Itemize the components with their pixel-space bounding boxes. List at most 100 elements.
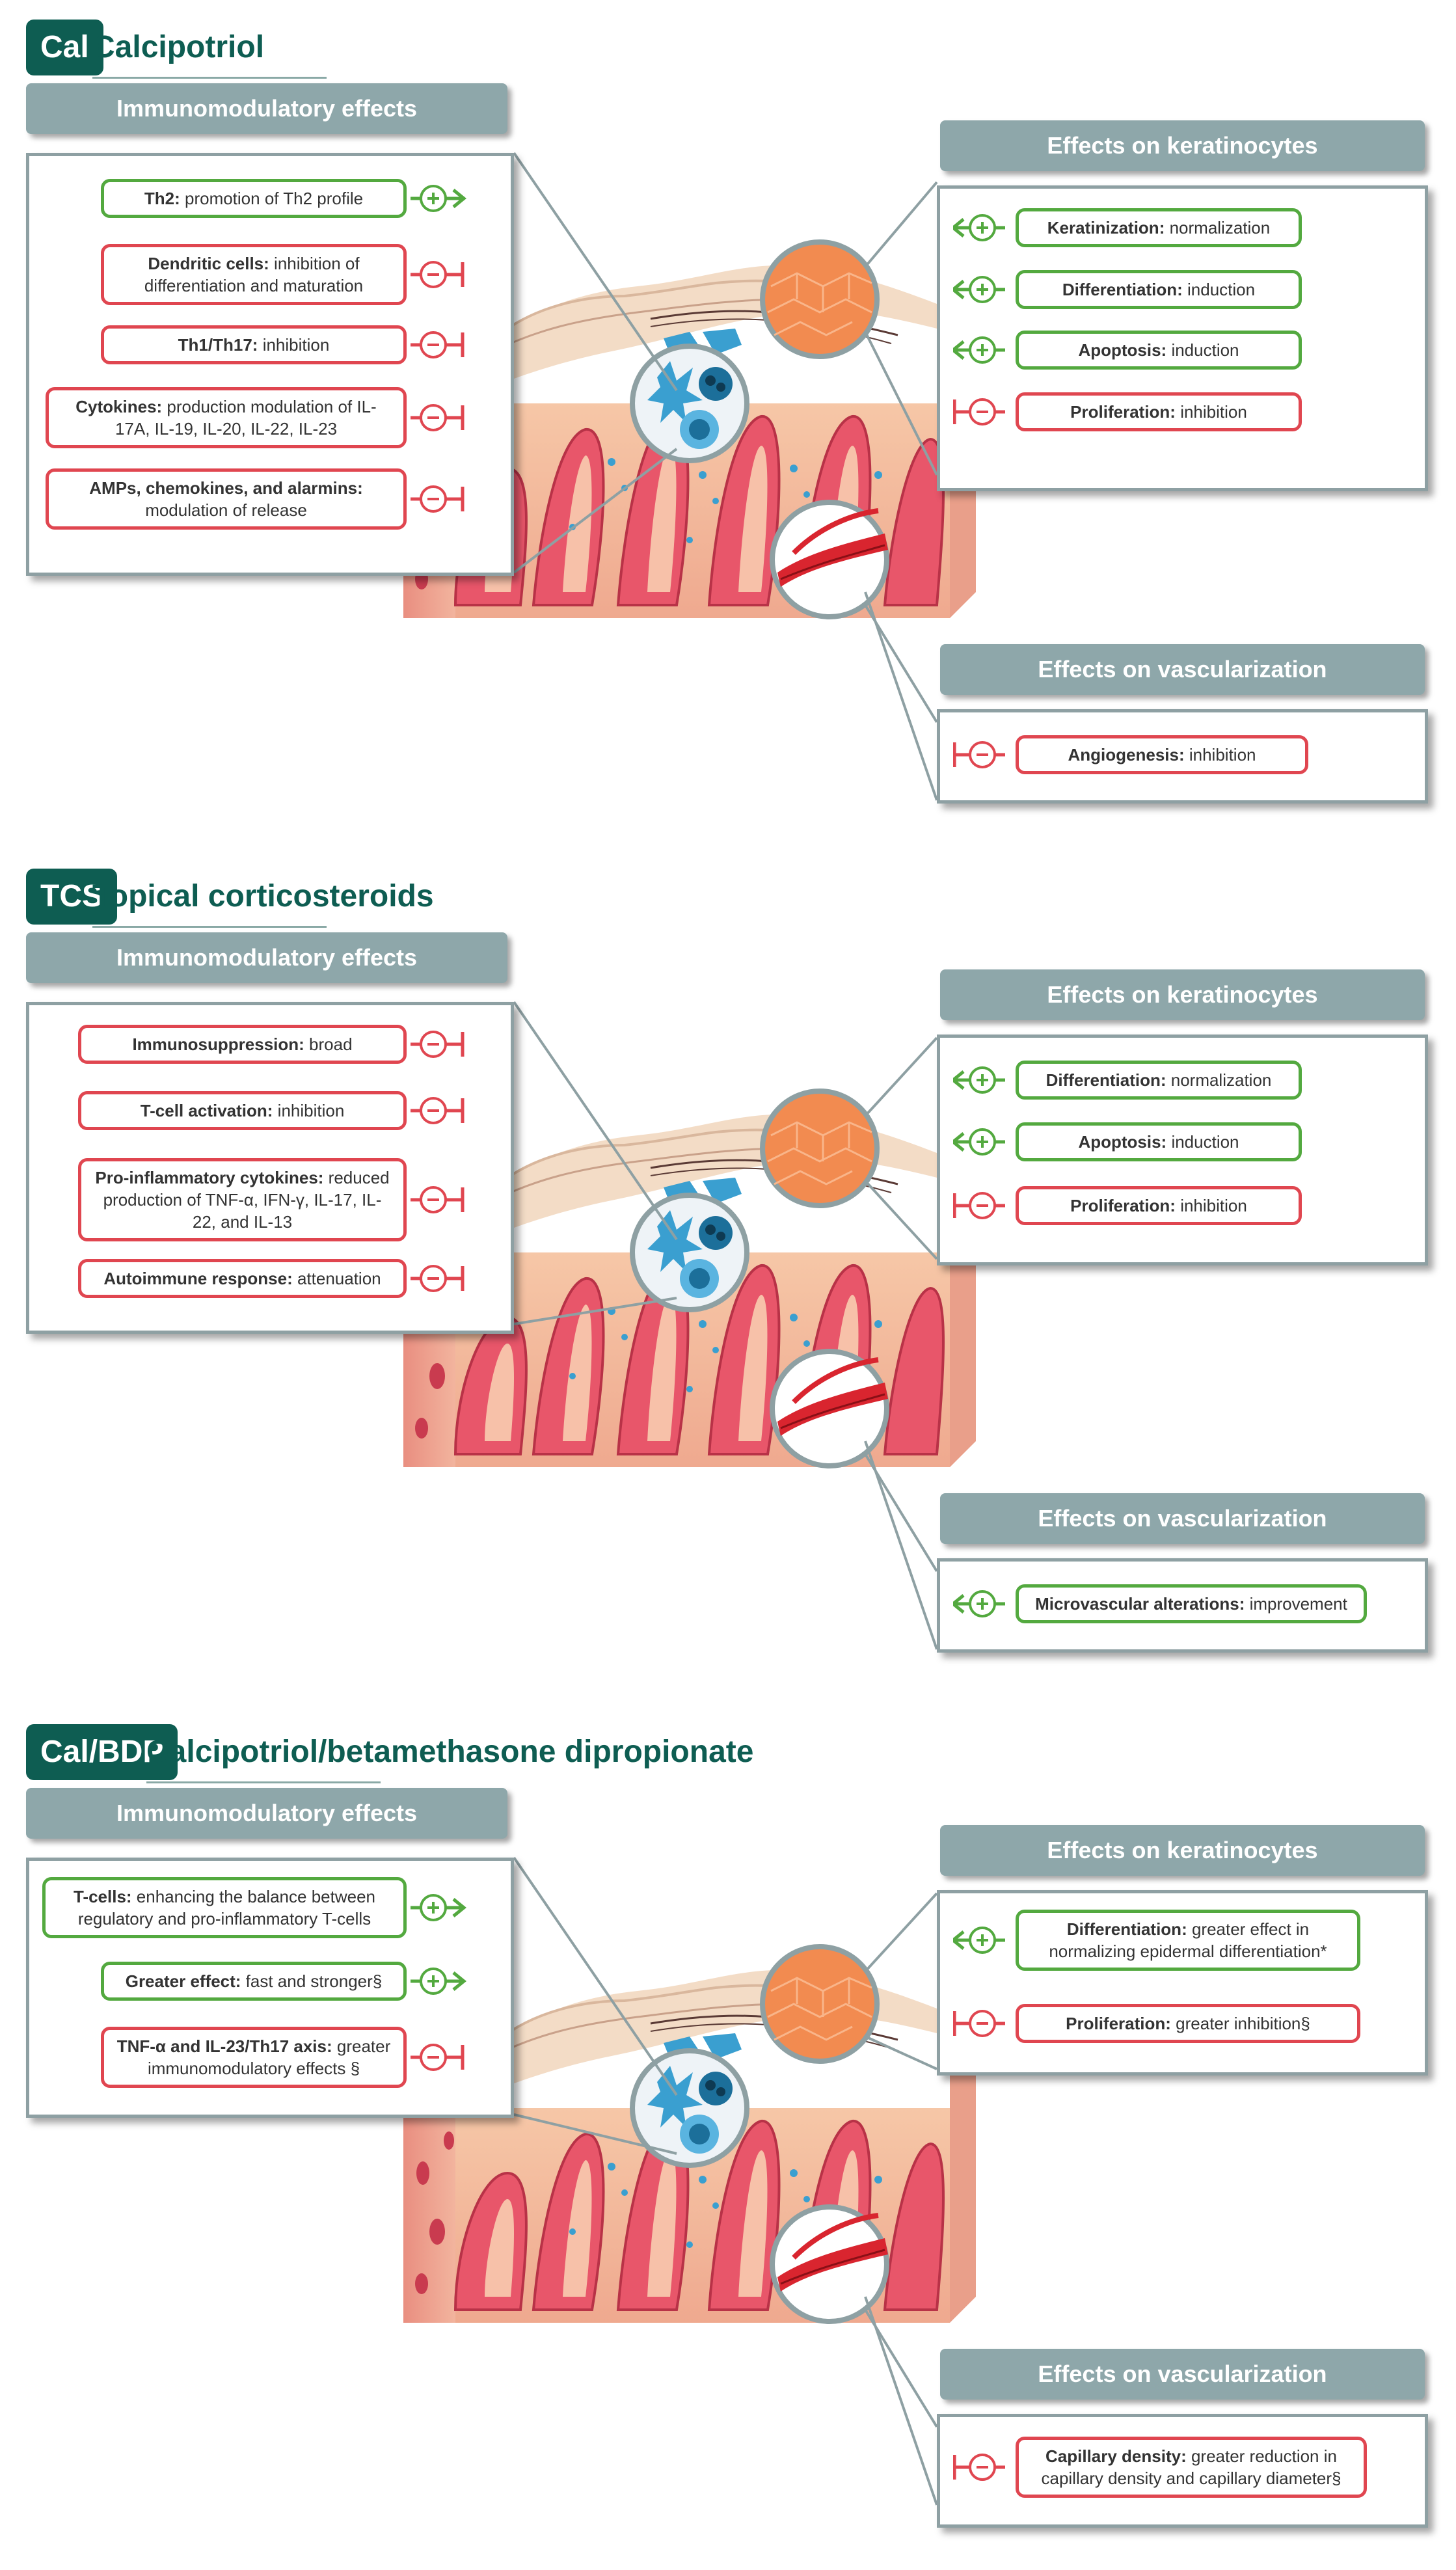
connector-line xyxy=(864,181,938,268)
plus-arrow-icon xyxy=(411,182,469,215)
drug-tag: TCS xyxy=(26,869,117,925)
effect-item: Th2: promotion of Th2 profile xyxy=(101,179,469,218)
effect-item: Differentiation: normalization xyxy=(953,1061,1302,1100)
section-title: Calcipotriol xyxy=(92,30,265,64)
connector-line xyxy=(864,591,938,801)
minus-inhibit-icon xyxy=(953,396,1012,428)
keratinocytes-header: Effects on keratinocytes xyxy=(940,1825,1425,1876)
effect-box: AMPs, chemokines, and alarmins: modulati… xyxy=(46,468,407,530)
effect-box: Pro-inflammatory cytokines: reduced prod… xyxy=(78,1158,407,1241)
effect-box: Immunosuppression: broad xyxy=(78,1025,407,1064)
keratinocytes-panel: Differentiation: normalization Apoptosis… xyxy=(937,1035,1428,1265)
effect-item: Pro-inflammatory cytokines: reduced prod… xyxy=(78,1158,469,1241)
connector-line xyxy=(864,1180,938,1260)
title-underline xyxy=(92,77,327,79)
minus-inhibit-icon xyxy=(411,1094,469,1127)
immuno-header: Immunomodulatory effects xyxy=(26,83,507,134)
immuno-panel: T-cells: enhancing the balance between r… xyxy=(26,1858,514,2118)
connector-line xyxy=(513,448,678,574)
effect-box: Proliferation: inhibition xyxy=(1016,392,1302,431)
plus-arrow-icon xyxy=(953,334,1012,366)
effect-box: Apoptosis: induction xyxy=(1016,331,1302,370)
effect-item: Immunosuppression: broad xyxy=(78,1025,469,1064)
effect-box: Greater effect: fast and stronger§ xyxy=(101,1962,407,2001)
effect-item: Dendritic cells: inhibition of different… xyxy=(101,244,469,305)
effect-box: T-cells: enhancing the balance between r… xyxy=(42,1877,407,1938)
effect-item: AMPs, chemokines, and alarmins: modulati… xyxy=(46,468,469,530)
connector-line xyxy=(513,152,678,392)
effect-box: Differentiation: induction xyxy=(1016,270,1302,309)
effect-box: Autoimmune response: attenuation xyxy=(78,1259,407,1298)
effect-box: Dendritic cells: inhibition of different… xyxy=(101,244,407,305)
vascular-panel: Angiogenesis: inhibition xyxy=(937,709,1428,804)
plus-arrow-icon xyxy=(953,1588,1012,1620)
effect-box: TNF-α and IL-23/Th17 axis: greater immun… xyxy=(101,2027,407,2088)
minus-inhibit-icon xyxy=(411,401,469,434)
minus-inhibit-icon xyxy=(953,2451,1012,2483)
drug-tag: Cal/BDP xyxy=(26,1724,178,1780)
connector-line xyxy=(864,1892,938,1973)
skin-illustration xyxy=(0,1001,1456,1650)
minus-inhibit-icon xyxy=(411,483,469,515)
connector-line xyxy=(864,1036,938,1117)
effect-box: Microvascular alterations: improvement xyxy=(1016,1584,1367,1623)
connector-line xyxy=(864,1441,938,1650)
section-title: Calcipotriol/betamethasone dipropionate xyxy=(146,1735,754,1769)
plus-arrow-icon xyxy=(953,273,1012,306)
effect-item: Proliferation: greater inhibition§ xyxy=(953,2004,1360,2043)
minus-inhibit-icon xyxy=(953,738,1012,771)
connector-line xyxy=(513,1297,677,1325)
effect-item: Capillary density: greater reduction in … xyxy=(953,2437,1367,2498)
vascular-header: Effects on vascularization xyxy=(940,2349,1425,2400)
minus-inhibit-icon xyxy=(953,1189,1012,1222)
immuno-header: Immunomodulatory effects xyxy=(26,932,507,983)
immuno-panel: Immunosuppression: broad T-cell activati… xyxy=(26,1002,514,1334)
minus-inhibit-icon xyxy=(411,1184,469,1216)
keratinocytes-panel: Keratinization: normalization Differenti… xyxy=(937,185,1428,491)
effect-item: Apoptosis: induction xyxy=(953,331,1302,370)
effect-item: Differentiation: induction xyxy=(953,270,1302,309)
effect-item: Proliferation: inhibition xyxy=(953,392,1302,431)
plus-arrow-icon xyxy=(953,1126,1012,1158)
section-calcipotriol: Cal Calcipotriol Immunomodulatory effect… xyxy=(0,20,1456,865)
vascular-header: Effects on vascularization xyxy=(940,1493,1425,1544)
effect-item: Keratinization: normalization xyxy=(953,208,1302,247)
minus-inhibit-icon xyxy=(953,2007,1012,2040)
effect-box: Th2: promotion of Th2 profile xyxy=(101,179,407,218)
section-tcs: TCS Topical corticosteroids Immunomodula… xyxy=(0,869,1456,1714)
effect-box: Capillary density: greater reduction in … xyxy=(1016,2437,1367,2498)
vascular-header: Effects on vascularization xyxy=(940,644,1425,695)
effect-box: T-cell activation: inhibition xyxy=(78,1091,407,1130)
plus-arrow-icon xyxy=(953,1924,1012,1956)
effect-box: Angiogenesis: inhibition xyxy=(1016,735,1308,774)
effect-item: Cytokines: production modulation of IL-1… xyxy=(46,387,469,448)
minus-inhibit-icon xyxy=(411,1262,469,1295)
immuno-panel: Th2: promotion of Th2 profile Dendritic … xyxy=(26,153,514,576)
connector-line xyxy=(864,331,938,476)
plus-arrow-icon xyxy=(411,1891,469,1924)
effect-box: Proliferation: greater inhibition§ xyxy=(1016,2004,1360,2043)
keratinocytes-panel: Differentiation: greater effect in norma… xyxy=(937,1890,1428,2076)
effect-item: Differentiation: greater effect in norma… xyxy=(953,1910,1360,1971)
effect-box: Differentiation: greater effect in norma… xyxy=(1016,1910,1360,1971)
connector-line xyxy=(513,2113,677,2155)
connector-line xyxy=(513,1856,678,2096)
plus-arrow-icon xyxy=(411,1965,469,1997)
effect-box: Apoptosis: induction xyxy=(1016,1122,1302,1161)
skin-illustration xyxy=(0,1856,1456,2506)
effect-box: Proliferation: inhibition xyxy=(1016,1186,1302,1225)
section-cal-bdp: Cal/BDP Calcipotriol/betamethasone dipro… xyxy=(0,1724,1456,2570)
keratinocytes-header: Effects on keratinocytes xyxy=(940,969,1425,1020)
keratinocytes-header: Effects on keratinocytes xyxy=(940,120,1425,171)
title-underline xyxy=(92,926,327,928)
connector-line xyxy=(513,1001,678,1241)
effect-item: Angiogenesis: inhibition xyxy=(953,735,1308,774)
title-underline xyxy=(146,1781,381,1783)
connector-line xyxy=(865,2035,937,2070)
effect-box: Cytokines: production modulation of IL-1… xyxy=(46,387,407,448)
effect-box: Keratinization: normalization xyxy=(1016,208,1302,247)
effect-item: TNF-α and IL-23/Th17 axis: greater immun… xyxy=(101,2027,469,2088)
effect-box: Th1/Th17: inhibition xyxy=(101,325,407,364)
minus-inhibit-icon xyxy=(411,258,469,291)
effect-item: T-cell activation: inhibition xyxy=(78,1091,469,1130)
